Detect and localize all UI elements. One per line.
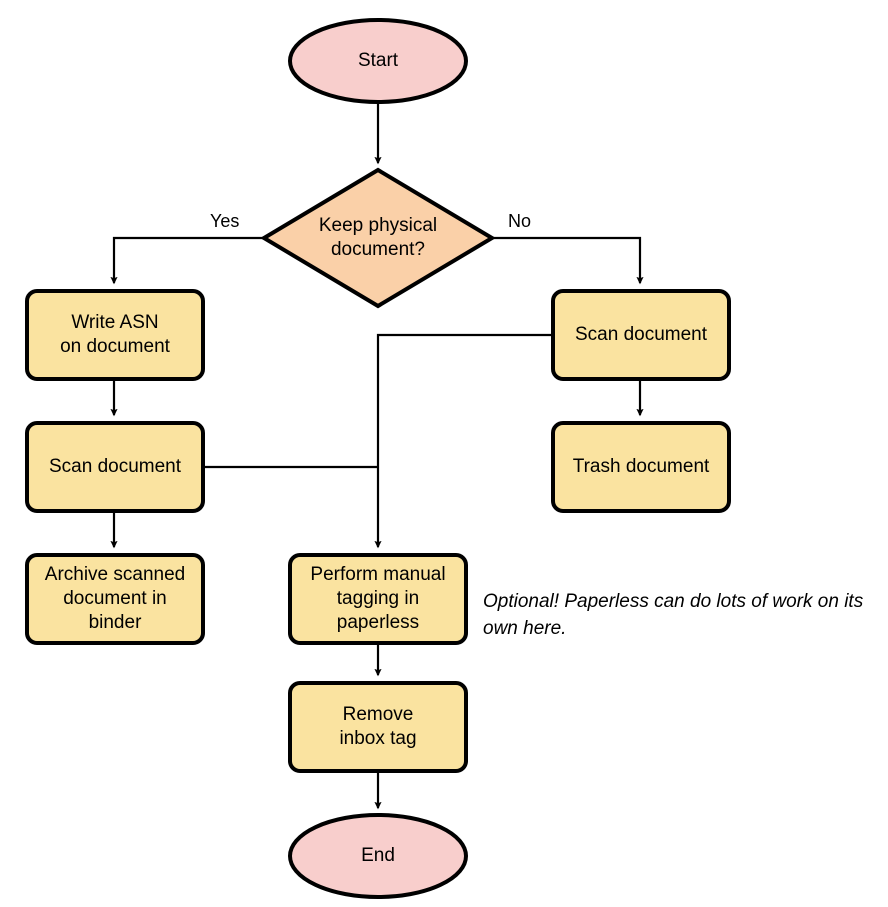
node-scan-document-right[interactable] [551,289,731,381]
connectors [110,101,644,810]
optional-note: Optional! Paperless can do lots of work … [483,591,864,639]
node-start[interactable] [288,18,468,104]
edge-scan-right-to-perform-tagging [374,333,553,549]
node-perform-manual-tagging-in-paperless[interactable] [288,553,468,645]
node-remove-inbox-tag[interactable] [288,681,468,773]
edge-label-no: No [508,211,532,231]
node-keep-physical-document[interactable] [260,167,496,309]
node-write-asn-on-document[interactable] [25,289,205,381]
node-archive-scanned-document-in-binder[interactable] [25,553,205,645]
edge-decision-no-to-scan-right [492,236,644,285]
node-scan-document-left[interactable] [25,421,205,513]
node-trash-document[interactable] [551,421,731,513]
edge-decision-yes-to-write-asn [110,236,264,285]
edge-label-yes: Yes [210,211,240,231]
node-end[interactable] [288,813,468,899]
